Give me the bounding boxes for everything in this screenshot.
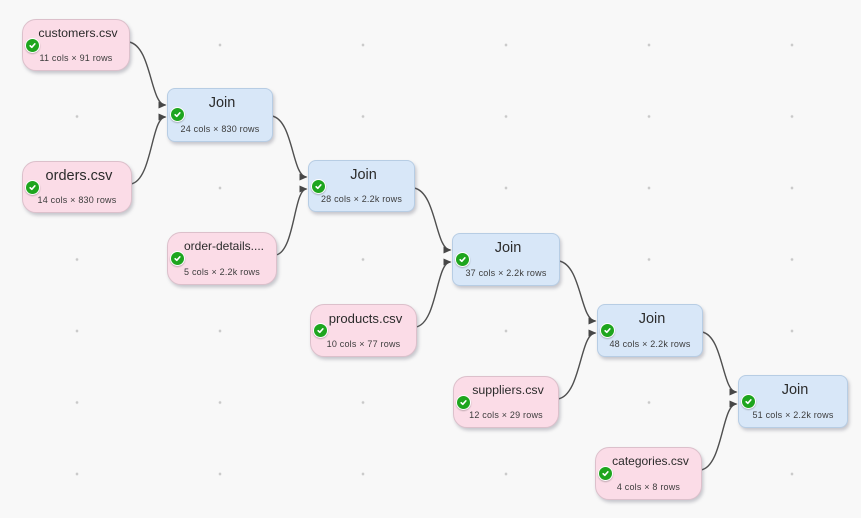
status-ok-icon xyxy=(598,466,613,481)
node-info: 51 cols × 2.2k rows xyxy=(752,410,834,420)
node-title: Join xyxy=(208,95,236,111)
node-title: Join xyxy=(781,382,809,398)
node-info: 28 cols × 2.2k rows xyxy=(320,194,403,204)
node-title: categories.csv xyxy=(612,454,689,468)
status-ok-icon xyxy=(313,323,328,338)
status-ok-icon xyxy=(311,179,326,194)
node-info: 12 cols × 29 rows xyxy=(469,410,543,420)
status-ok-icon xyxy=(25,38,40,53)
node-join-3[interactable]: Join 37 cols × 2.2k rows xyxy=(452,233,560,286)
node-join-4[interactable]: Join 48 cols × 2.2k rows xyxy=(597,304,703,357)
node-customers-csv[interactable]: customers.csv 11 cols × 91 rows xyxy=(22,19,130,71)
node-info: 11 cols × 91 rows xyxy=(39,53,113,63)
edge-categories-csv-to-join-5 xyxy=(700,400,738,471)
node-suppliers-csv[interactable]: suppliers.csv 12 cols × 29 rows xyxy=(453,376,559,428)
status-ok-icon xyxy=(455,252,470,267)
edge-products-csv-to-join-3 xyxy=(415,258,452,328)
node-categories-csv[interactable]: categories.csv 4 cols × 8 rows xyxy=(595,447,702,500)
node-info: 48 cols × 2.2k rows xyxy=(609,339,691,349)
node-title: Join xyxy=(350,167,377,183)
node-title: Join xyxy=(494,240,522,256)
node-title: suppliers.csv xyxy=(472,383,544,397)
node-title: products.csv xyxy=(328,311,403,326)
node-join-5[interactable]: Join 51 cols × 2.2k rows xyxy=(738,375,848,428)
edge-customers-csv-to-join-1 xyxy=(128,41,167,109)
node-products-csv[interactable]: products.csv 10 cols × 77 rows xyxy=(310,304,417,357)
node-info: 14 cols × 830 rows xyxy=(37,195,117,205)
status-ok-icon xyxy=(170,107,185,122)
node-orders-csv[interactable]: orders.csv 14 cols × 830 rows xyxy=(22,161,132,213)
edge-join-2-to-join-3 xyxy=(413,187,452,254)
edge-orders-csv-to-join-1 xyxy=(130,113,167,185)
status-ok-icon xyxy=(170,251,185,266)
node-order-details-csv[interactable]: order-details.... 5 cols × 2.2k rows xyxy=(167,232,277,285)
status-ok-icon xyxy=(600,323,615,338)
node-title: orders.csv xyxy=(45,168,113,184)
status-ok-icon xyxy=(25,180,40,195)
node-info: 4 cols × 8 rows xyxy=(616,482,681,492)
node-title: order-details.... xyxy=(183,239,265,253)
node-title: customers.csv xyxy=(38,26,118,40)
node-info: 24 cols × 830 rows xyxy=(180,124,260,134)
node-title: Join xyxy=(638,311,666,327)
node-join-1[interactable]: Join 24 cols × 830 rows xyxy=(167,88,273,142)
edge-suppliers-csv-to-join-4 xyxy=(557,329,597,400)
node-info: 37 cols × 2.2k rows xyxy=(465,268,547,278)
status-ok-icon xyxy=(741,394,756,409)
node-info: 10 cols × 77 rows xyxy=(326,339,401,349)
edge-order-details-csv-to-join-2 xyxy=(275,185,308,256)
edge-join-1-to-join-2 xyxy=(271,115,308,181)
edge-join-3-to-join-4 xyxy=(558,260,597,325)
node-join-2[interactable]: Join 28 cols × 2.2k rows xyxy=(308,160,415,212)
edge-join-4-to-join-5 xyxy=(701,331,738,396)
node-info: 5 cols × 2.2k rows xyxy=(184,267,260,277)
status-ok-icon xyxy=(456,395,471,410)
